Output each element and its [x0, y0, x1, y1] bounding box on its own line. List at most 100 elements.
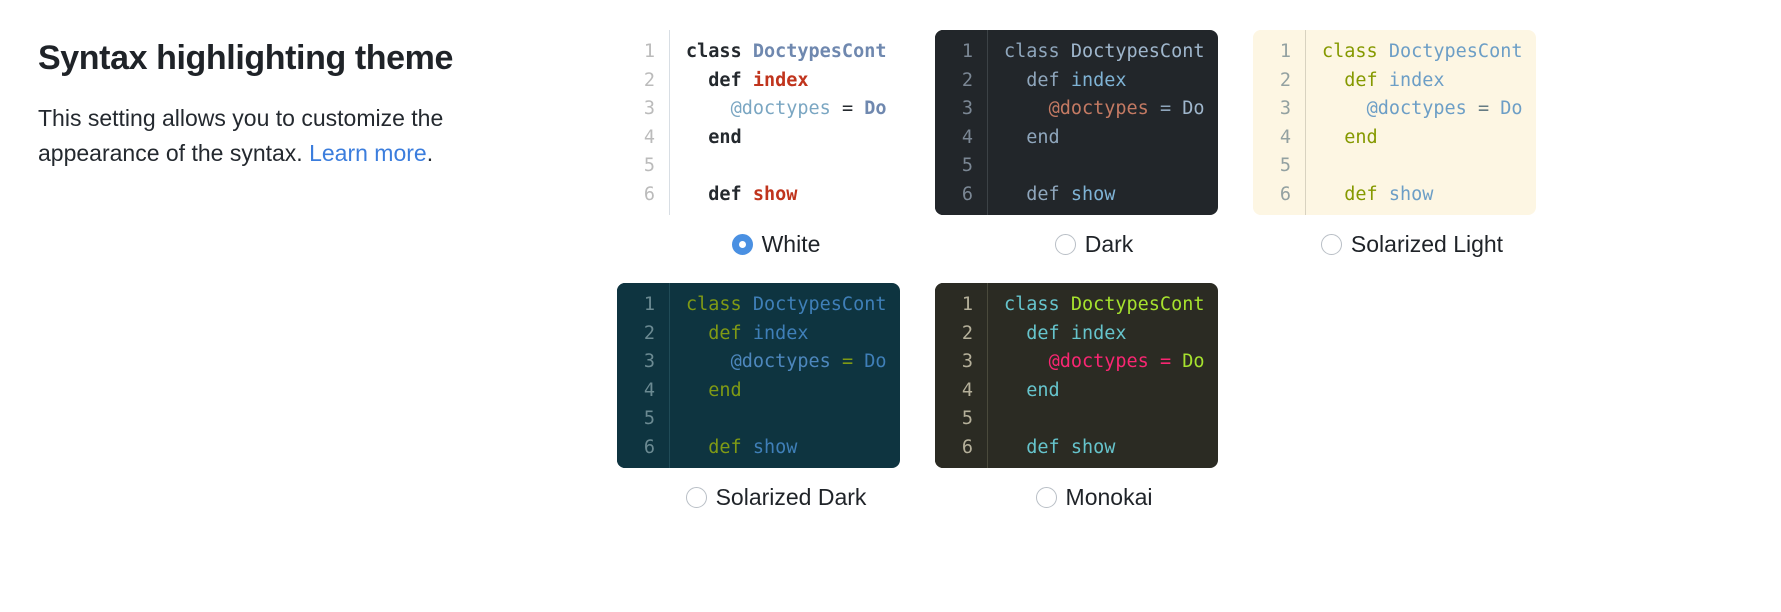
code-line: [1004, 405, 1218, 434]
code-token-variable: @doctypes: [1366, 98, 1467, 120]
line-number: 3: [961, 351, 973, 373]
theme-label-monokai: Monokai: [1065, 484, 1153, 510]
code-token-classname: DoctypesCont: [1070, 294, 1205, 315]
code-line: [686, 152, 900, 181]
code-line: def index: [1004, 320, 1218, 349]
theme-radio-row-monokai[interactable]: Monokai: [1035, 484, 1153, 511]
line-number: 3: [643, 351, 655, 373]
code-token-plain: [1004, 380, 1026, 401]
code-line: end: [686, 124, 900, 153]
code-token-function: index: [1388, 69, 1445, 91]
code-token-plain: [1004, 184, 1026, 205]
code-token-variable: @doctypes: [1048, 351, 1149, 373]
code-token-function: index: [752, 322, 809, 344]
code-token-keyword: end: [1026, 379, 1060, 401]
theme-radio-row-solarized-light[interactable]: Solarized Light: [1320, 231, 1504, 258]
code-line: class DoctypesCont: [1004, 291, 1218, 320]
code-token-classname: Do: [1182, 98, 1205, 120]
code-token-plain: [1004, 98, 1049, 119]
code-token-keyword: class: [1004, 294, 1071, 315]
radio-button-monokai[interactable]: [1035, 487, 1057, 508]
line-number: 5: [961, 155, 973, 177]
code-token-keyword: class: [686, 294, 753, 315]
line-number: 5: [643, 155, 655, 177]
code-token-classname: Do: [1182, 351, 1205, 373]
code-token-plain: [686, 127, 708, 148]
line-number: 3: [1279, 98, 1291, 120]
radio-button-solarized-dark[interactable]: [685, 487, 707, 508]
line-number: 4: [643, 379, 655, 401]
code-token-plain: [1004, 323, 1026, 344]
code-token-function: show: [752, 436, 798, 458]
code-line: class DoctypesCont: [686, 38, 900, 67]
code-line: @doctypes = Do: [1004, 95, 1218, 124]
radio-button-dark[interactable]: [1054, 234, 1076, 255]
code-line: class DoctypesCont: [1004, 38, 1218, 67]
code-token-plain: [1322, 98, 1367, 119]
line-number: 2: [961, 322, 973, 344]
line-number: 3: [961, 98, 973, 120]
code-token-keyword: def: [708, 183, 753, 205]
theme-label-solarized-dark: Solarized Dark: [715, 484, 867, 510]
code-token-plain: [686, 98, 731, 119]
code-line: end: [1004, 124, 1218, 153]
theme-label-dark: Dark: [1084, 231, 1134, 257]
line-number: 1: [1279, 41, 1291, 62]
line-number: 6: [961, 183, 973, 205]
line-number: 2: [1279, 69, 1291, 91]
code-preview-text: class DoctypesCont def index @doctypes =…: [987, 283, 1218, 468]
line-number: 2: [643, 322, 655, 344]
code-token-plain: [1004, 351, 1049, 372]
radio-button-white[interactable]: [731, 234, 753, 255]
theme-label-solarized-light: Solarized Light: [1350, 231, 1504, 257]
code-token-operator: =: [1148, 98, 1183, 120]
line-number: 5: [961, 408, 973, 430]
code-token-plain: [1322, 127, 1344, 148]
code-token-plain: [1004, 70, 1026, 91]
code-token-function: show: [1070, 183, 1116, 205]
theme-radio-row-solarized-dark[interactable]: Solarized Dark: [685, 484, 867, 511]
code-line: def show: [1322, 181, 1536, 210]
code-token-keyword: class: [686, 41, 753, 62]
code-line: class DoctypesCont: [1322, 38, 1536, 67]
learn-more-link[interactable]: Learn more: [309, 140, 427, 167]
code-line: def index: [1322, 67, 1536, 96]
code-token-plain: [686, 380, 708, 401]
code-line: def index: [1004, 67, 1218, 96]
code-token-operator: =: [1148, 351, 1183, 373]
setting-description: This setting allows you to customize the…: [38, 101, 508, 172]
line-number: 6: [643, 183, 655, 205]
line-number: 5: [643, 408, 655, 430]
code-token-operator: =: [830, 351, 865, 373]
code-line: [1004, 152, 1218, 181]
code-token-classname: DoctypesCont: [752, 294, 887, 315]
theme-radio-row-dark[interactable]: Dark: [1054, 231, 1134, 258]
code-token-keyword: end: [1344, 126, 1378, 148]
code-token-keyword: class: [1004, 41, 1071, 62]
code-line: end: [686, 377, 900, 406]
code-token-operator: =: [1466, 98, 1501, 120]
line-number: 1: [643, 41, 655, 62]
code-preview-text: class DoctypesCont def index @doctypes =…: [669, 283, 900, 468]
code-token-function: index: [1070, 322, 1127, 344]
code-line: [686, 405, 900, 434]
theme-radio-row-white[interactable]: White: [731, 231, 820, 258]
code-token-keyword: def: [1026, 436, 1071, 458]
code-line: @doctypes = Do: [1322, 95, 1536, 124]
radio-button-solarized-light[interactable]: [1320, 234, 1342, 255]
code-token-keyword: def: [708, 69, 753, 91]
